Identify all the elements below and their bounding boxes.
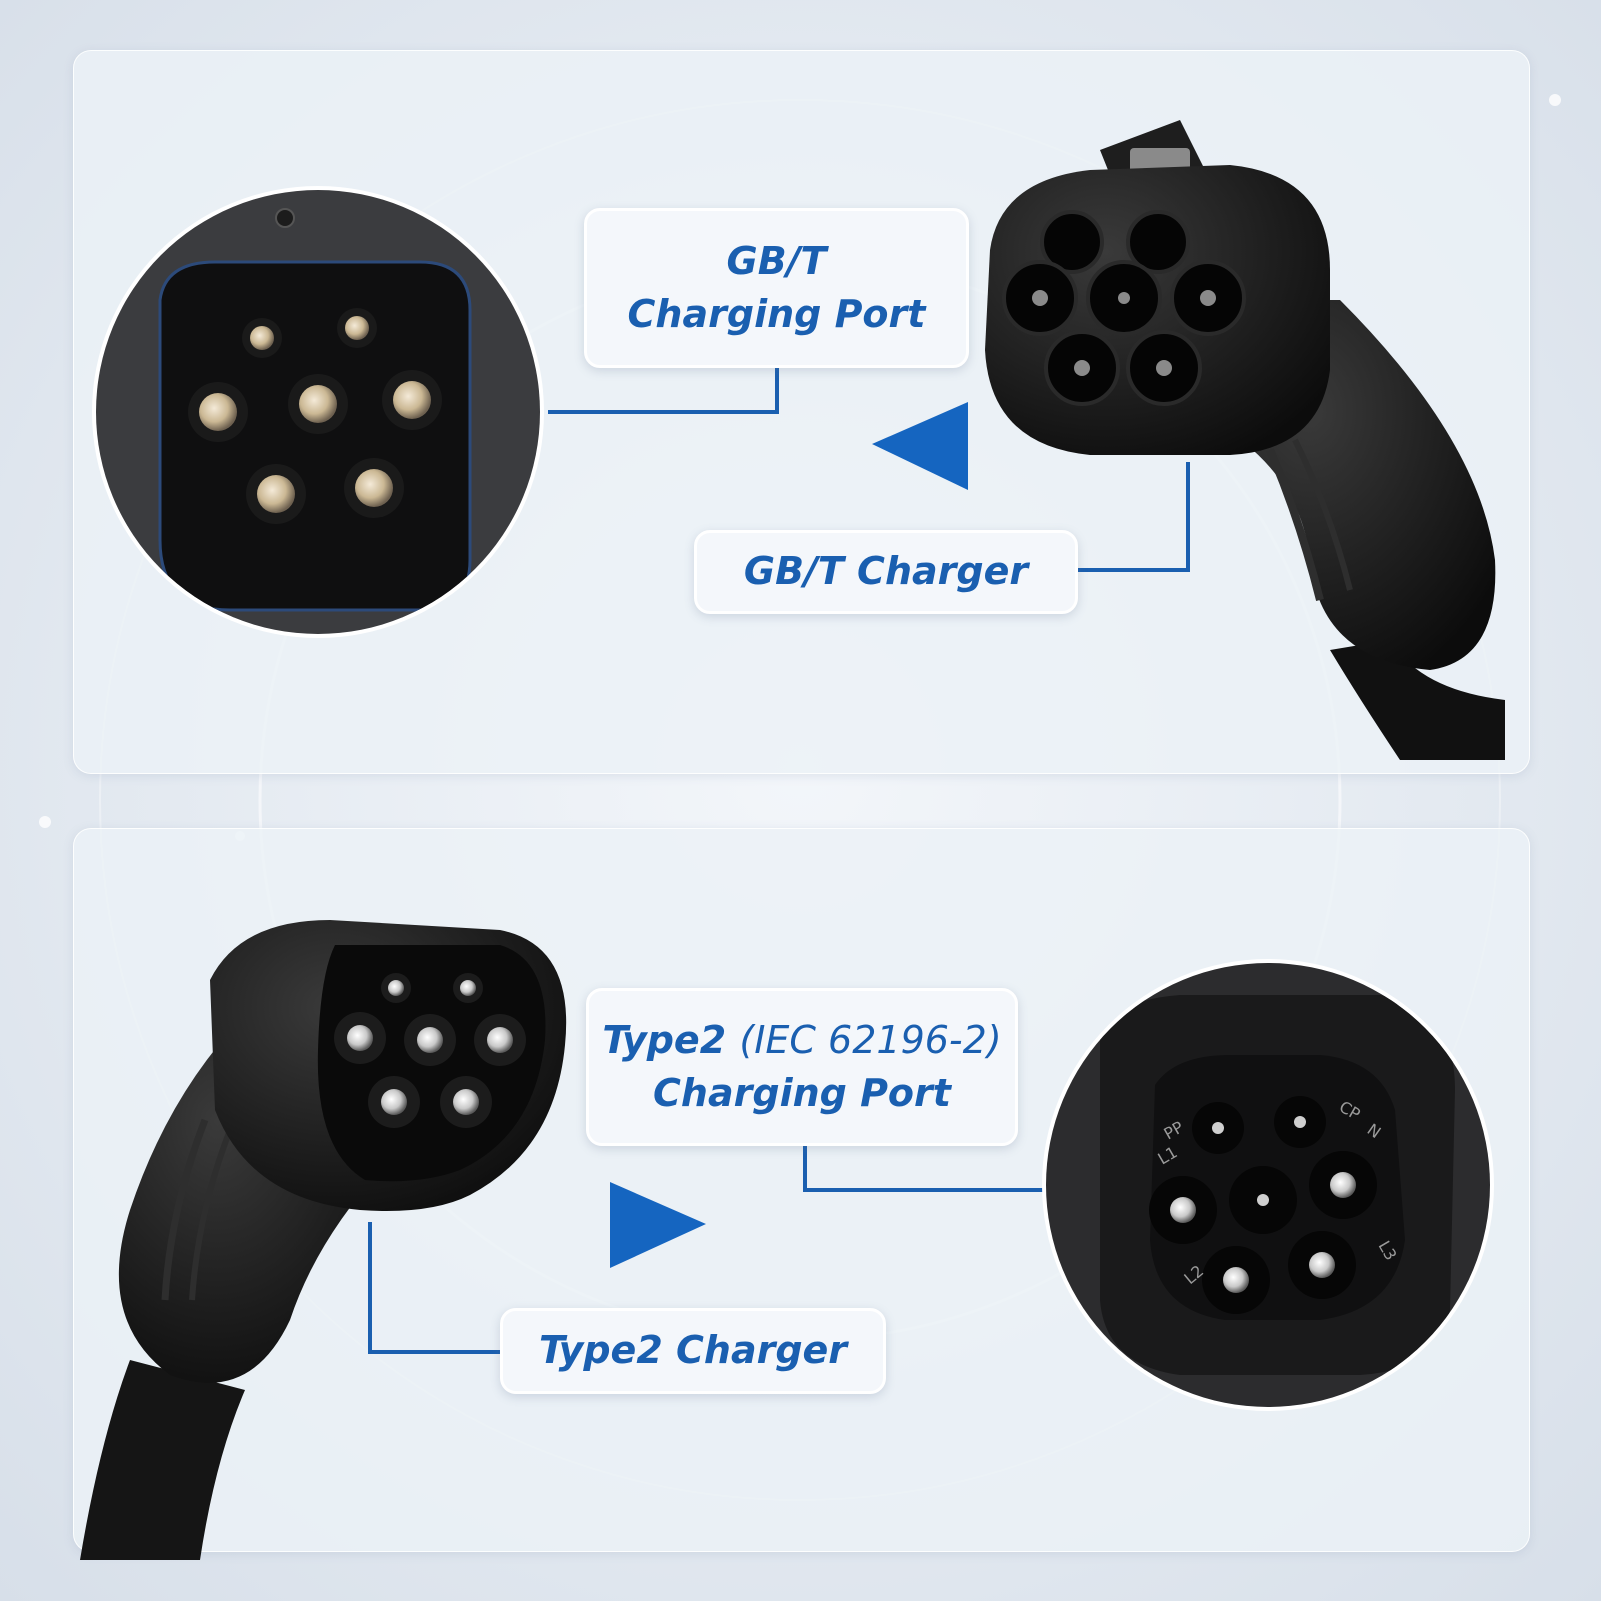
type2-port-callout-line: [803, 1146, 1052, 1192]
gbt-charger-label-text: GB/T Charger: [743, 549, 1029, 594]
type2-charger-label: Type2 Charger: [500, 1308, 886, 1394]
gbt-charger-label: GB/T Charger: [694, 530, 1078, 614]
gbt-port-callout-line: [548, 368, 779, 414]
type2-port-label-line1: Type2 (IEC 62196-2): [602, 1014, 1001, 1067]
gbt-port-pins: [188, 308, 442, 524]
gbt-charger-callout-line: [1078, 462, 1190, 572]
type2-port-label: Type2 (IEC 62196-2) Charging Port: [586, 988, 1018, 1146]
arrow-left-icon: [872, 402, 968, 490]
gbt-port-label: GB/T Charging Port: [584, 208, 969, 368]
type2-port-label-name: Type2: [602, 1017, 727, 1062]
gbt-port-closeup: [92, 186, 544, 638]
type2-port-label-standard: (IEC 62196-2): [739, 1017, 1002, 1062]
gbt-port-label-line2: Charging Port: [627, 292, 926, 336]
type2-charger-handle: [80, 920, 567, 1560]
type2-charger-label-text: Type2 Charger: [538, 1328, 848, 1373]
gbt-charger-sockets: [1002, 210, 1246, 406]
type2-port-pins: [1149, 1096, 1377, 1314]
type2-port-closeup: PP CP L1 N L2 L3: [1042, 959, 1494, 1411]
type2-charger-sockets: [334, 973, 526, 1128]
type2-charger-callout-line: [368, 1222, 500, 1354]
arrow-right-icon: [610, 1182, 706, 1268]
gbt-port-label-line1: GB/T: [726, 238, 827, 283]
type2-port-label-line2: Charging Port: [653, 1071, 951, 1115]
gbt-charger-handle: [985, 120, 1505, 760]
